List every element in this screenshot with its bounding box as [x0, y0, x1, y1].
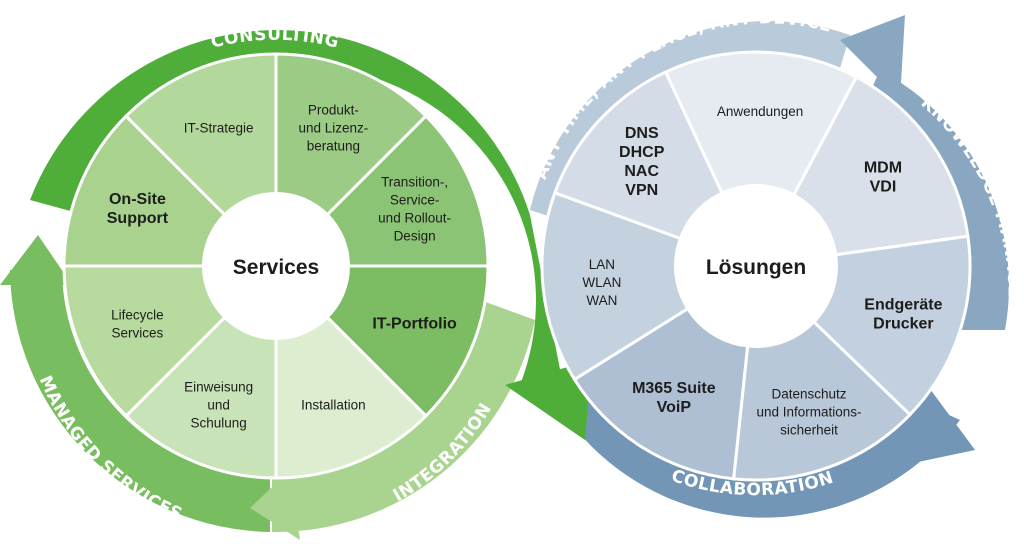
collaboration-ring-band	[555, 385, 960, 518]
loesungen-segment-5	[540, 190, 760, 382]
loesungen-segment-label-0: Anwendungen	[717, 104, 803, 119]
managed-services-ring-band	[10, 270, 270, 532]
services-segment-label-3: Installation	[301, 398, 366, 413]
knowledge-arrow-head	[840, 15, 905, 100]
services-segment-label-1: Transition-,Service-und Rollout-Design	[378, 175, 451, 244]
loesungen-segment-0	[663, 50, 859, 270]
services-hub	[202, 192, 350, 340]
services-wheel: Services Produkt-und Lizenz-beratungTrans…	[62, 52, 490, 480]
integration-arrow-head	[250, 470, 300, 540]
services-segment-label-0: Produkt-und Lizenz-beratung	[299, 102, 369, 153]
services-hub-label: Services	[233, 256, 319, 279]
loesungen-hub	[674, 184, 838, 348]
services-outer-ring	[0, 30, 592, 540]
services-segment-label-7: IT-Strategie	[184, 120, 254, 135]
integration-ring-band	[272, 300, 535, 533]
managed-services-arrow-head	[0, 235, 72, 285]
consulting-arrow-head	[505, 360, 592, 440]
loesungen-hub-label: Lösungen	[706, 256, 806, 279]
services-segment-label-2: IT-Portfolio	[372, 315, 457, 332]
